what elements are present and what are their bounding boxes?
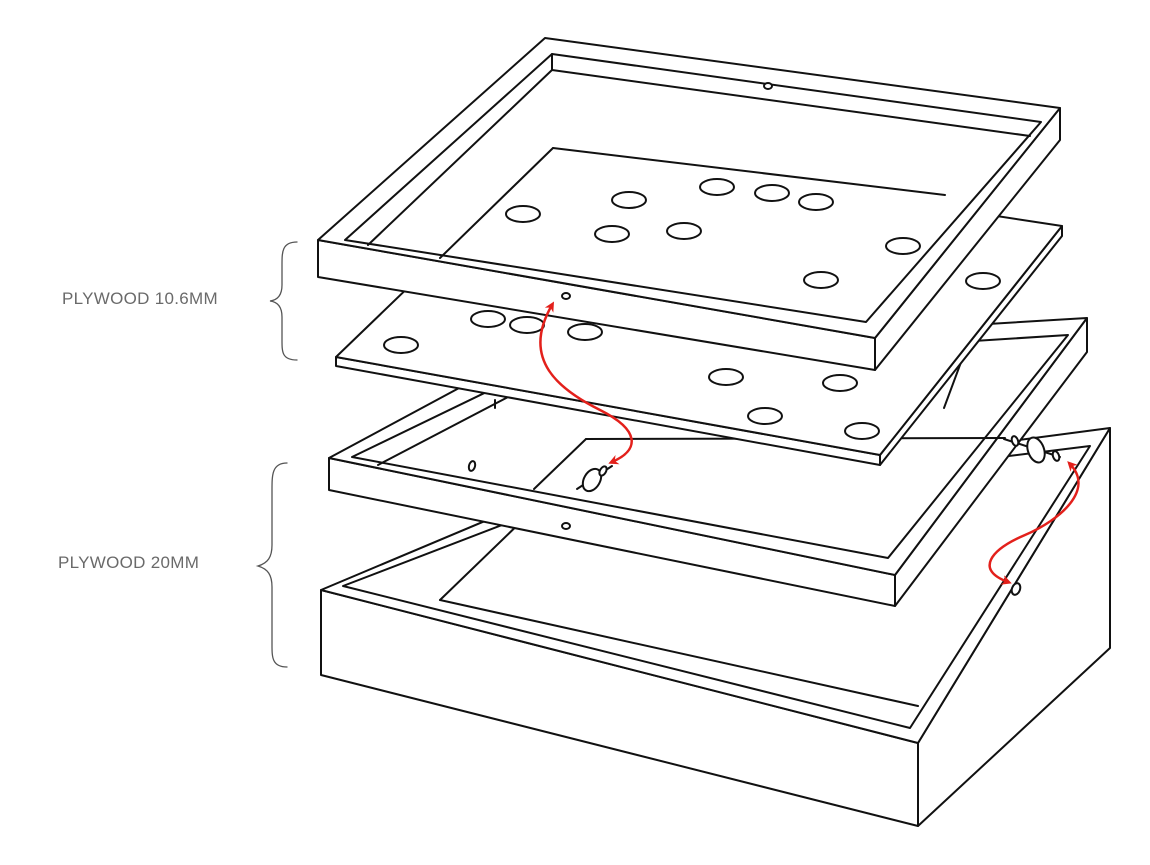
top-frame-visible-plate-edge [440,148,553,258]
dowel-hole [562,523,570,529]
dowel-hole [764,83,772,89]
base-box-inner-floor-edge [440,600,918,706]
top-frame-inner-front-left [368,70,552,245]
dowel-hole [562,293,570,299]
locating-dowel [577,465,612,494]
top-frame-visible-plate-back [553,148,945,195]
alignment-arrow-side [990,461,1079,585]
top-frame-inner-opening [345,54,1041,322]
brace-upper [270,242,297,360]
top-frame-top-rim [318,38,1060,338]
middle-frame-inner-edge-a [378,396,510,465]
top-frame-inner-back [552,70,1030,136]
alignment-arrow-front [540,301,631,465]
label-plywood-lower: PLYWOOD 20MM [58,553,200,572]
plate-holes-visible [506,179,920,288]
base-box-inner-wall-edge [440,515,528,600]
label-plywood-upper: PLYWOOD 10.6MM [62,289,218,308]
brace-lower [258,463,287,667]
dowel-hole [468,460,476,471]
